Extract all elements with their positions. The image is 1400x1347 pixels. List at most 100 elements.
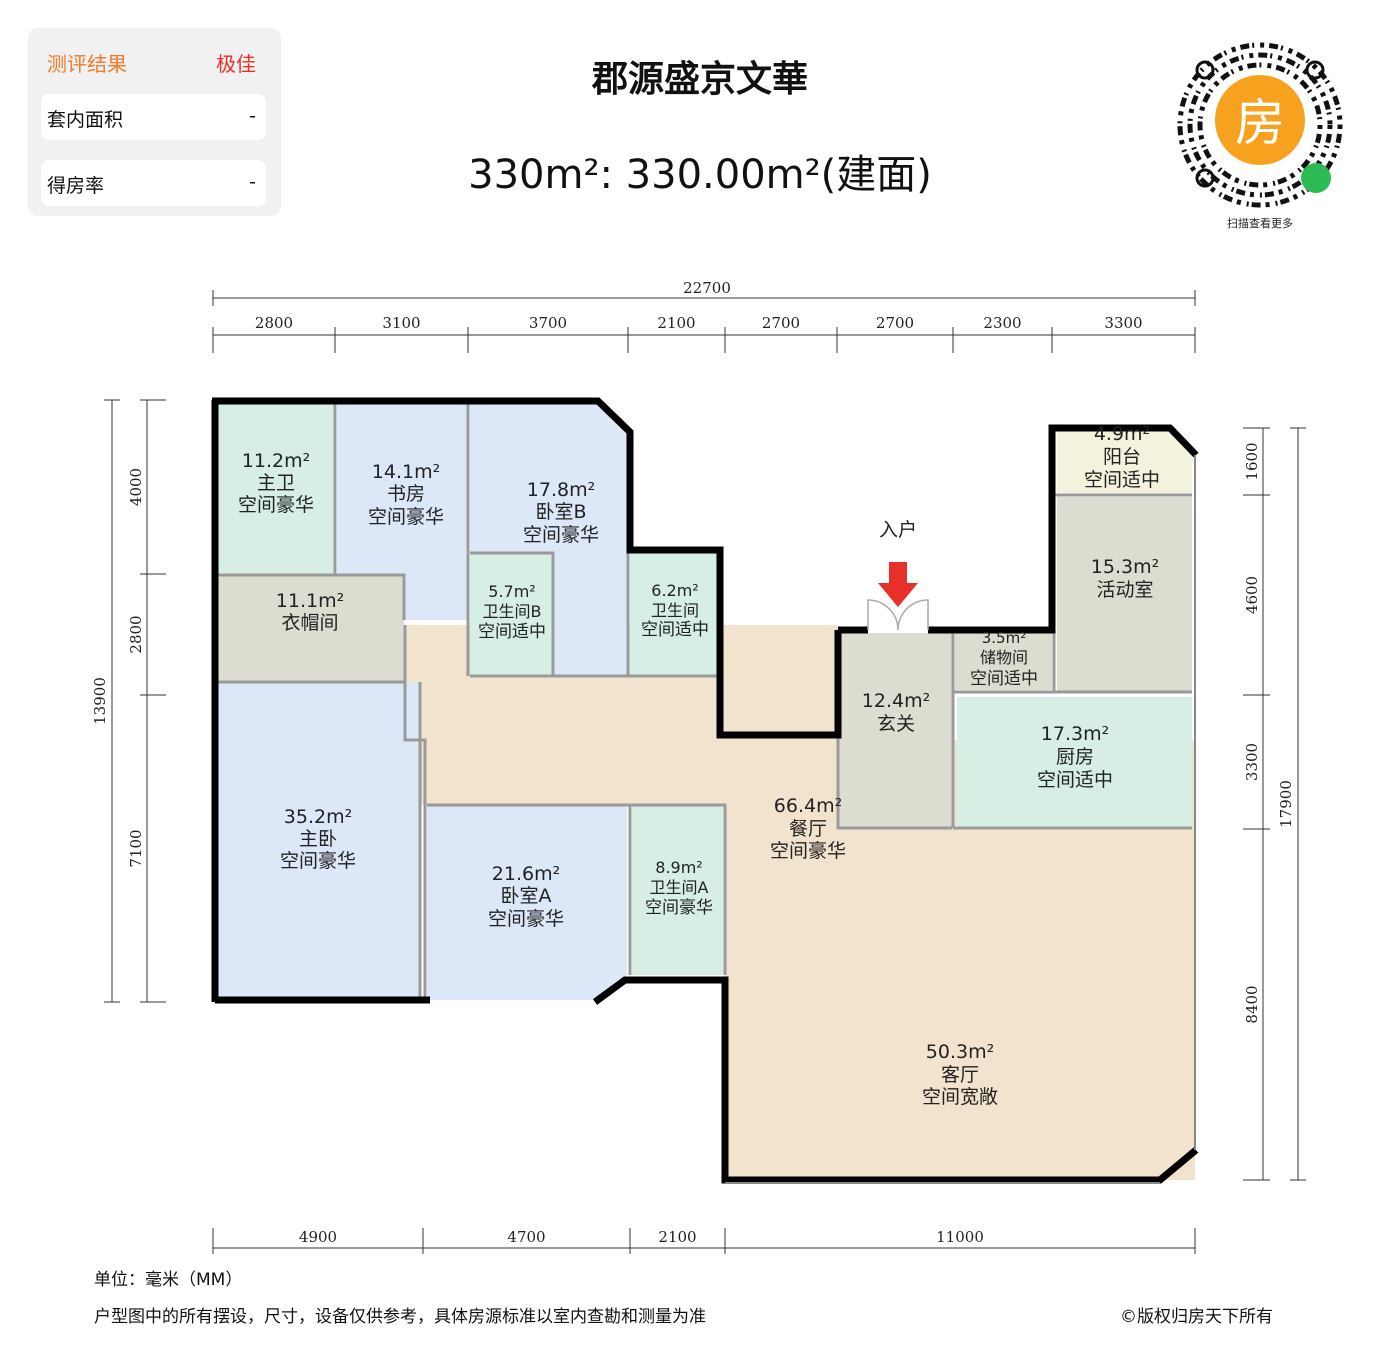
dim-bottom-segment: 4900 bbox=[299, 1228, 337, 1246]
room-label-text: 14.1m² bbox=[372, 461, 440, 483]
windows bbox=[725, 455, 1196, 1184]
room-fills bbox=[218, 404, 1195, 1180]
room-label-text: 厨房 bbox=[1056, 746, 1094, 768]
room-label-text: 餐厅 bbox=[789, 818, 827, 840]
room-label-text: 阳台 bbox=[1103, 446, 1141, 468]
mini-program-icon bbox=[1301, 163, 1331, 193]
room-label-text: 21.6m² bbox=[492, 863, 560, 885]
evaluation-card: 测评结果 极佳 套内面积 - 得房率 - bbox=[28, 28, 281, 216]
entry-arrow-icon bbox=[878, 562, 918, 607]
dim-right-segment: 3300 bbox=[1243, 743, 1261, 781]
interior-walls bbox=[218, 404, 1192, 1000]
room-label-text: 空间适中 bbox=[970, 669, 1038, 689]
room-label-text: 4.9m² bbox=[1094, 423, 1150, 445]
room-label-text: 空间豪华 bbox=[645, 897, 713, 918]
room-label-text: 书房 bbox=[387, 483, 425, 505]
inner-area-label: 套内面积 bbox=[47, 109, 124, 131]
dim-top-segment: 3700 bbox=[529, 314, 567, 332]
dim-top-segment: 2100 bbox=[657, 314, 695, 332]
evaluation-rating: 极佳 bbox=[216, 52, 256, 76]
efficiency-label: 得房率 bbox=[47, 175, 105, 197]
room-label-text: 8.9m² bbox=[655, 858, 702, 877]
room-label-text: 空间适中 bbox=[1084, 469, 1160, 491]
qr-logo bbox=[1215, 75, 1305, 165]
room-label-text: 卫生间B bbox=[483, 602, 542, 621]
dim-top-segment: 2700 bbox=[876, 314, 914, 332]
room-label-text: 主卧 bbox=[299, 828, 337, 850]
dim-right-segment: 8400 bbox=[1243, 985, 1261, 1023]
room-label-text: 储物间 bbox=[980, 648, 1028, 667]
room-label-text: 11.1m² bbox=[276, 590, 344, 612]
room-label-text: 空间适中 bbox=[478, 622, 546, 642]
qr-logo-text: 房 bbox=[1235, 94, 1285, 152]
area-subtitle: 330m²: 330.00m²(建面) bbox=[468, 152, 932, 198]
room-label-text: 50.3m² bbox=[926, 1041, 994, 1063]
dim-top-segment: 2700 bbox=[762, 314, 800, 332]
unit-note: 单位：毫米（MM） bbox=[94, 1270, 243, 1290]
room-label-text: 卫生间A bbox=[650, 878, 709, 897]
room-label-text: 12.4m² bbox=[862, 690, 930, 712]
room-label-text: 6.2m² bbox=[651, 581, 698, 600]
room-label-text: 空间豪华 bbox=[368, 506, 444, 528]
page-title: 郡源盛京文華 bbox=[591, 59, 808, 100]
dim-top-total: 22700 bbox=[683, 279, 731, 297]
efficiency-value: - bbox=[249, 171, 256, 193]
room-label-text: 66.4m² bbox=[774, 795, 842, 817]
dim-bottom-segment: 4700 bbox=[507, 1228, 545, 1246]
dim-left-segment: 7100 bbox=[127, 829, 145, 867]
dim-top-segment: 2800 bbox=[255, 314, 293, 332]
room-label-text: 3.5m² bbox=[982, 629, 1026, 647]
room-label-text: 空间适中 bbox=[641, 620, 709, 640]
room-label-text: 主卫 bbox=[257, 472, 295, 494]
dim-left-segment: 2800 bbox=[127, 615, 145, 653]
room-label-text: 5.7m² bbox=[488, 582, 535, 601]
dim-right-segment: 4600 bbox=[1243, 576, 1261, 614]
room-label-text: 15.3m² bbox=[1091, 556, 1159, 578]
room-label-text: 17.8m² bbox=[527, 479, 595, 501]
dim-top-segment: 3300 bbox=[1104, 314, 1142, 332]
evaluation-label: 测评结果 bbox=[47, 52, 127, 76]
dim-right-segment: 1600 bbox=[1243, 442, 1261, 480]
disclaimer: 户型图中的所有摆设，尺寸，设备仅供参考，具体房源标准以室内查勘和测量为准 bbox=[94, 1307, 706, 1327]
entrance-door[interactable]: 入户 bbox=[867, 519, 929, 631]
room-label-text: 卧室B bbox=[535, 501, 586, 523]
room-label-text: 活动室 bbox=[1096, 579, 1153, 601]
dim-left-total: 13900 bbox=[91, 677, 109, 725]
dimension-lines bbox=[104, 290, 1306, 1254]
room-label-text: 空间豪华 bbox=[523, 524, 599, 546]
room-label-text: 卫生间 bbox=[651, 601, 699, 620]
efficiency-row: 得房率 - bbox=[41, 160, 266, 206]
room-label-text: 客厅 bbox=[941, 1064, 979, 1086]
room-label-text: 空间豪华 bbox=[488, 908, 564, 930]
room-label-text: 17.3m² bbox=[1041, 723, 1109, 745]
room-label-text: 35.2m² bbox=[284, 806, 352, 828]
room-label-text: 卧室A bbox=[501, 885, 552, 907]
dim-bottom-segment: 11000 bbox=[936, 1228, 984, 1246]
qr-code[interactable]: 房 bbox=[1172, 37, 1348, 213]
dim-right-total: 17900 bbox=[1277, 780, 1295, 828]
room-label-text: 玄关 bbox=[877, 713, 915, 735]
room-label-text: 空间适中 bbox=[1037, 769, 1113, 791]
qr-caption: 扫描查看更多 bbox=[1227, 217, 1293, 230]
room-label-text: 空间宽敞 bbox=[922, 1086, 998, 1108]
inner-area-value: - bbox=[249, 105, 256, 127]
dim-top-segment: 3100 bbox=[382, 314, 420, 332]
room-label-text: 空间豪华 bbox=[770, 840, 846, 862]
room-label-text: 衣帽间 bbox=[281, 612, 338, 634]
